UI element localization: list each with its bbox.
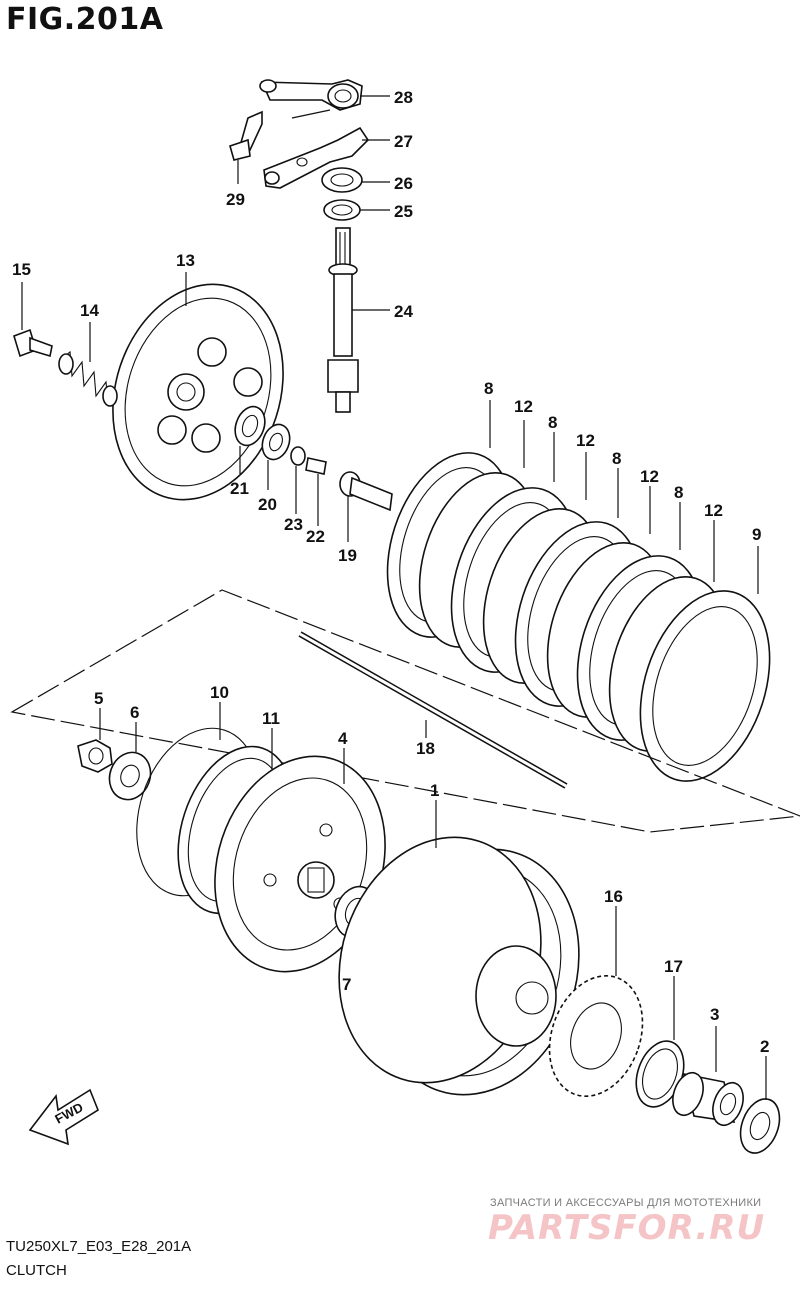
callout-21: 21 [230,479,249,498]
callout-12a: 12 [514,397,533,416]
callout-8d: 8 [674,483,683,502]
callout-12b: 12 [576,431,595,450]
figure-title: FIG.201A [6,2,164,37]
callout-27: 27 [394,132,413,151]
push-rod-18 [298,631,568,789]
callout-12d: 12 [704,501,723,520]
callout-14: 14 [80,301,99,320]
clutch-plate-stack [386,452,771,782]
callout-13: 13 [176,251,195,270]
callout-17: 17 [664,957,683,976]
callout-7: 7 [342,975,351,994]
washer-21 [234,405,266,447]
callout-8c: 8 [612,449,621,468]
callout-1: 1 [430,781,439,800]
callout-3: 3 [710,1005,719,1024]
callout-labels: 28 27 26 25 29 24 15 13 14 21 20 23 22 1… [12,88,769,1056]
nut-5 [77,739,113,773]
callout-12c: 12 [640,467,659,486]
washer-23 [290,446,306,466]
diagram-code: TU250XL7_E03_E28_201A [6,1238,192,1255]
callout-6: 6 [130,703,139,722]
callout-28: 28 [394,88,413,107]
release-arm [259,79,363,111]
callout-2: 2 [760,1037,769,1056]
fwd-arrow-icon: FWD [28,1088,99,1146]
seal-25 [323,199,361,221]
callout-22: 22 [306,527,325,546]
bearing-26 [321,167,363,193]
callout-9: 9 [752,525,761,544]
spacer-3 [672,1071,744,1127]
callout-15: 15 [12,260,31,279]
callout-20: 20 [258,495,277,514]
washer-6 [108,751,152,801]
callout-8a: 8 [484,379,493,398]
callout-26: 26 [394,174,413,193]
bolt-29 [229,110,263,161]
callout-8b: 8 [548,413,557,432]
bearing-20 [261,423,291,461]
clutch-housing-1 [338,836,580,1096]
callout-16: 16 [604,887,623,906]
gear-16 [548,975,644,1097]
callout-25: 25 [394,202,413,221]
washer-2 [739,1098,781,1154]
watermark-brand: PARTSFOR.RU [488,1208,766,1248]
release-shaft [327,227,359,413]
callout-18: 18 [416,739,435,758]
bolt-15 [13,328,53,358]
push-rod-19 [339,471,393,512]
callout-5: 5 [94,689,103,708]
spring-14 [58,350,118,407]
callout-23: 23 [284,515,303,534]
watermark-tagline: ЗАПЧАСТИ И АКСЕССУАРЫ ДЛЯ МОТОТЕХНИКИ [490,1197,762,1209]
pin-22 [305,457,327,475]
release-lever [263,126,370,189]
callout-19: 19 [338,546,357,565]
diagram-caption: CLUTCH [6,1262,67,1279]
callout-29: 29 [226,190,245,209]
callout-11: 11 [262,709,280,728]
pressure-plate [112,283,284,501]
callout-24: 24 [394,302,413,321]
callout-4: 4 [338,729,348,748]
callout-10: 10 [210,683,229,702]
